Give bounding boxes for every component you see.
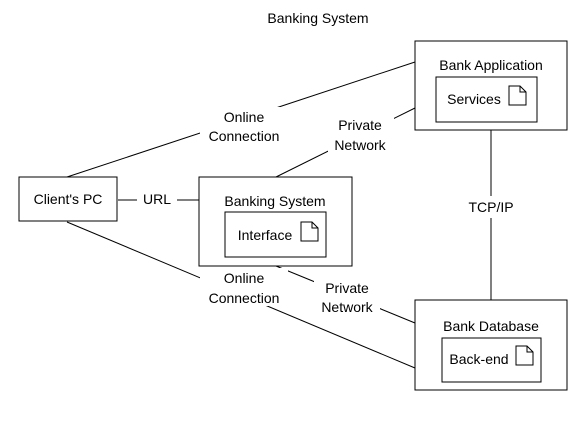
node-client-pc-box[interactable] xyxy=(18,176,118,222)
edge-label-url: URL xyxy=(137,188,177,210)
edge-label-private-bottom-line2: Network xyxy=(321,299,373,315)
edge-label-online-bottom-line1: Online xyxy=(224,270,265,286)
edge-label-private-top-line1: Private xyxy=(338,117,382,133)
node-backend-label: Back-end xyxy=(449,351,508,367)
edge-label-url-text: URL xyxy=(143,191,171,207)
edge-label-tcpip: TCP/IP xyxy=(462,196,520,218)
diagram-title: Banking System xyxy=(267,10,368,26)
services-document-icon xyxy=(508,85,527,106)
edge-label-online-top: Online Connection xyxy=(200,107,288,145)
node-banking-system[interactable]: Banking System Interface xyxy=(198,176,353,267)
node-bank-application[interactable]: Bank Application Services xyxy=(414,40,568,131)
backend-document-icon xyxy=(515,345,534,366)
edge-label-private-top-line2: Network xyxy=(334,137,386,153)
edge-label-online-bottom: Online Connection xyxy=(200,268,288,306)
interface-document-icon xyxy=(300,221,319,242)
node-interface-label: Interface xyxy=(238,227,293,243)
node-bank-database[interactable]: Bank Database Back-end xyxy=(414,299,568,391)
edge-label-tcpip-text: TCP/IP xyxy=(468,199,513,215)
node-client-pc[interactable]: Client's PC xyxy=(18,176,118,222)
edge-label-online-bottom-line2: Connection xyxy=(209,290,280,306)
edge-label-private-bottom: Private Network xyxy=(314,278,380,318)
edge-label-private-top: Private Network xyxy=(328,115,394,155)
edge-label-private-bottom-line1: Private xyxy=(325,280,369,296)
node-bank-application-label: Bank Application xyxy=(439,57,543,73)
node-banking-system-label: Banking System xyxy=(224,193,325,209)
edge-label-online-top-line2: Connection xyxy=(209,128,280,144)
node-services-label: Services xyxy=(447,91,501,107)
edge-label-online-top-line1: Online xyxy=(224,109,265,125)
node-client-pc-label: Client's PC xyxy=(34,191,103,207)
node-bank-database-label: Bank Database xyxy=(443,318,539,334)
